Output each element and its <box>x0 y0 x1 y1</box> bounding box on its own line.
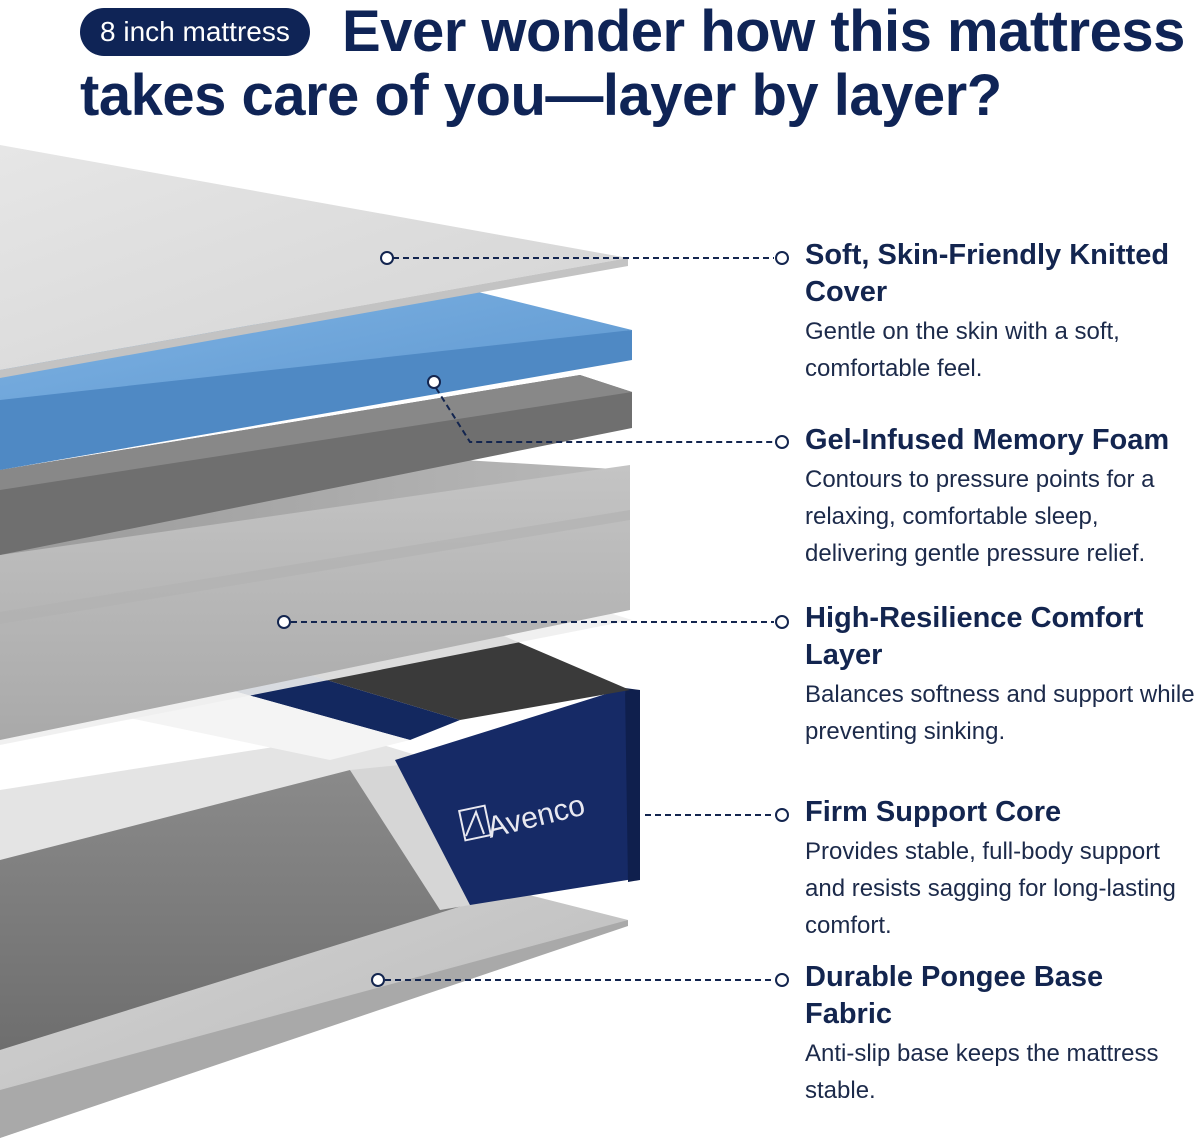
callout-base-fabric: Durable Pongee Base Fabric Anti-slip bas… <box>805 959 1197 1109</box>
comfort-layer <box>0 455 630 740</box>
callout-title: Durable Pongee Base Fabric <box>805 961 1104 1030</box>
knitted-cover-layer <box>0 145 628 378</box>
callout-comfort-layer: High-Resilience Comfort Layer Balances s… <box>805 600 1197 750</box>
callout-title: Gel-Infused Memory Foam <box>805 424 1170 456</box>
base-fabric-layer <box>0 880 628 1138</box>
size-badge: 8 inch mattress <box>80 8 310 56</box>
support-core-layer: Avenco <box>0 688 640 1050</box>
marker-dot-comfort-end <box>775 615 789 629</box>
gel-memory-foam-layer <box>0 290 632 470</box>
callout-title: Soft, Skin-Friendly Knitted Cover <box>805 239 1170 308</box>
inner-frame <box>0 610 632 760</box>
callout-description: Anti-slip base keeps the mattress stable… <box>805 1040 1159 1104</box>
callout-description: Provides stable, full-body support and r… <box>805 838 1176 939</box>
callout-description: Gentle on the skin with a soft, comforta… <box>805 318 1120 382</box>
callout-support-core: Firm Support Core Provides stable, full-… <box>805 794 1197 944</box>
mattress-layers-illustration: Avenco <box>0 145 640 1138</box>
callout-knitted-cover: Soft, Skin-Friendly Knitted Cover Gentle… <box>805 237 1197 387</box>
page-title-text: Ever wonder how this mattress takes care… <box>80 0 1185 128</box>
marker-dot-core-end <box>775 808 789 822</box>
marker-dot-base-end <box>775 973 789 987</box>
callout-gel-memory-foam: Gel-Infused Memory Foam Contours to pres… <box>805 422 1197 572</box>
brand-panel <box>395 688 640 905</box>
callout-title: Firm Support Core <box>805 796 1062 828</box>
callout-description: Balances softness and support while prev… <box>805 681 1195 745</box>
marker-dot-gel-end <box>775 435 789 449</box>
callout-title: High-Resilience Comfort Layer <box>805 602 1144 671</box>
page-title: Ever wonder how this mattress takes care… <box>80 0 1190 128</box>
callout-description: Contours to pressure points for a relaxi… <box>805 466 1155 567</box>
marker-dot-cover-end <box>775 251 789 265</box>
